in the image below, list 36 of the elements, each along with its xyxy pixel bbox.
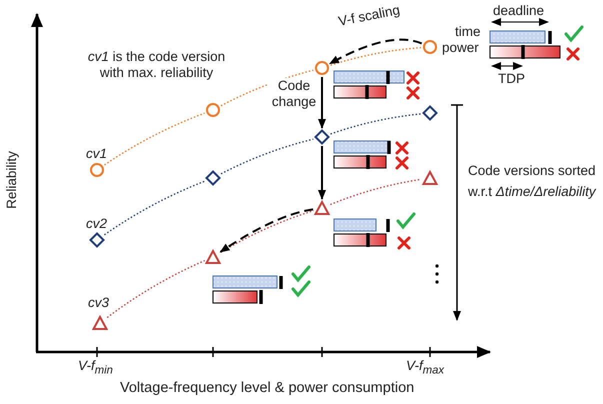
dotted-curve [104, 112, 205, 166]
diamond-marker [205, 170, 221, 186]
triangle-marker [92, 315, 108, 331]
dimension-label: TDP [498, 71, 525, 87]
triangle-marker [422, 170, 438, 186]
axis-title: Voltage-frequency level & power consumption [120, 380, 414, 396]
tick-label: V-f$_{max}$ [406, 358, 444, 379]
dotted-curve [220, 70, 314, 106]
diamond-marker [314, 129, 330, 145]
circle-marker [314, 60, 330, 76]
note: cv1 is the code version with max. reliability [86, 49, 226, 81]
diamond-marker [89, 232, 105, 248]
arrow [328, 38, 422, 64]
bar-label: power [442, 40, 479, 56]
dimension-label: deadline [493, 3, 544, 19]
circle-marker [422, 39, 438, 55]
note: Code versions sorted w.r.t Δtime/Δreliability [468, 162, 596, 201]
arrow [318, 77, 326, 129]
series-label: cv1 [86, 146, 108, 162]
triangle-marker [314, 200, 330, 216]
circle-marker [205, 102, 221, 118]
dotted-curve [330, 113, 422, 135]
dotted-curve [104, 180, 205, 236]
diamond-marker [422, 105, 438, 121]
circle-marker [89, 162, 105, 178]
dotted-curve [330, 178, 422, 206]
dotted-curve [330, 47, 422, 66]
series-label: cv3 [88, 295, 110, 311]
axis-title: Reliability [4, 151, 20, 209]
bar-label: time [455, 24, 481, 40]
series-label: cv2 [86, 216, 108, 232]
arrow [318, 146, 326, 200]
tick-label: V-f$_{min}$ [78, 358, 113, 379]
dotted-curve [220, 138, 314, 174]
triangle-marker [205, 249, 221, 265]
dotted-curve [106, 260, 205, 318]
